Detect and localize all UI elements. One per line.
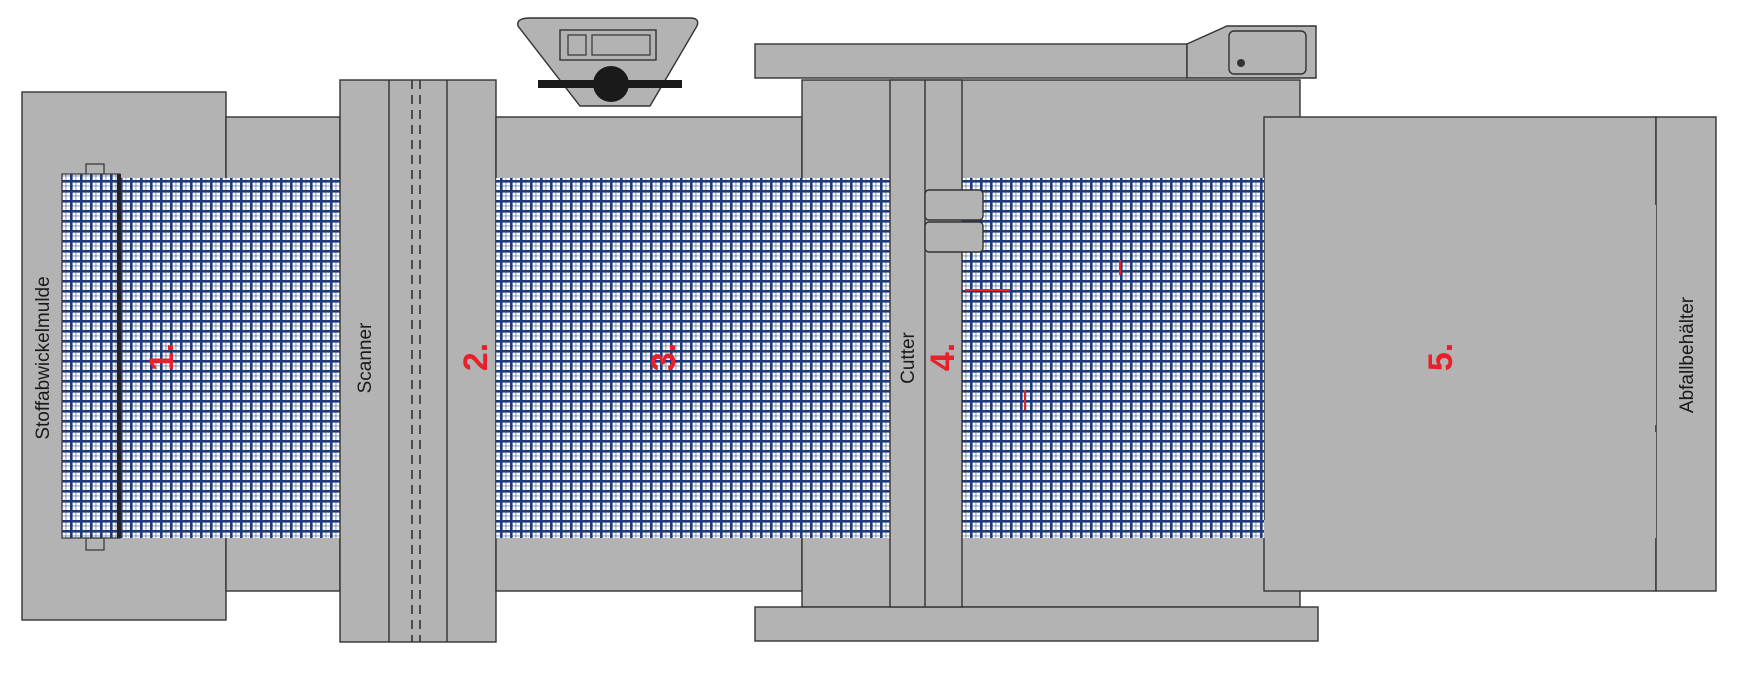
- label-cutter: Cutter: [898, 331, 919, 383]
- step-number-3: 3.: [645, 343, 683, 371]
- cutter-gantry: [889, 79, 963, 608]
- fabric-roll-icon: [61, 163, 121, 551]
- label-spread-station: Stoffabwickelmulde: [33, 276, 54, 439]
- camera-icon: [517, 17, 699, 107]
- waste-bin-frame: [1655, 116, 1717, 592]
- step-number-2: 2.: [457, 343, 495, 371]
- step-number-5: 5.: [1422, 343, 1460, 371]
- cutter-bottom-rail: [754, 606, 1319, 642]
- cutter-top-rail: [754, 43, 1188, 79]
- removed-fabric: [1264, 178, 1656, 538]
- label-waste-bin: Abfallbehälter: [1677, 296, 1698, 413]
- fabric-sheet-3: [496, 178, 1264, 538]
- label-scanner: Scanner: [355, 322, 376, 393]
- control-panel-icon: [1228, 30, 1307, 75]
- scanner-frame: [339, 79, 497, 643]
- cut-patterns: [965, 260, 1121, 410]
- step-number-1: 1.: [143, 343, 181, 371]
- cutter-head-icon: [924, 189, 984, 253]
- step-number-4: 4.: [924, 343, 962, 371]
